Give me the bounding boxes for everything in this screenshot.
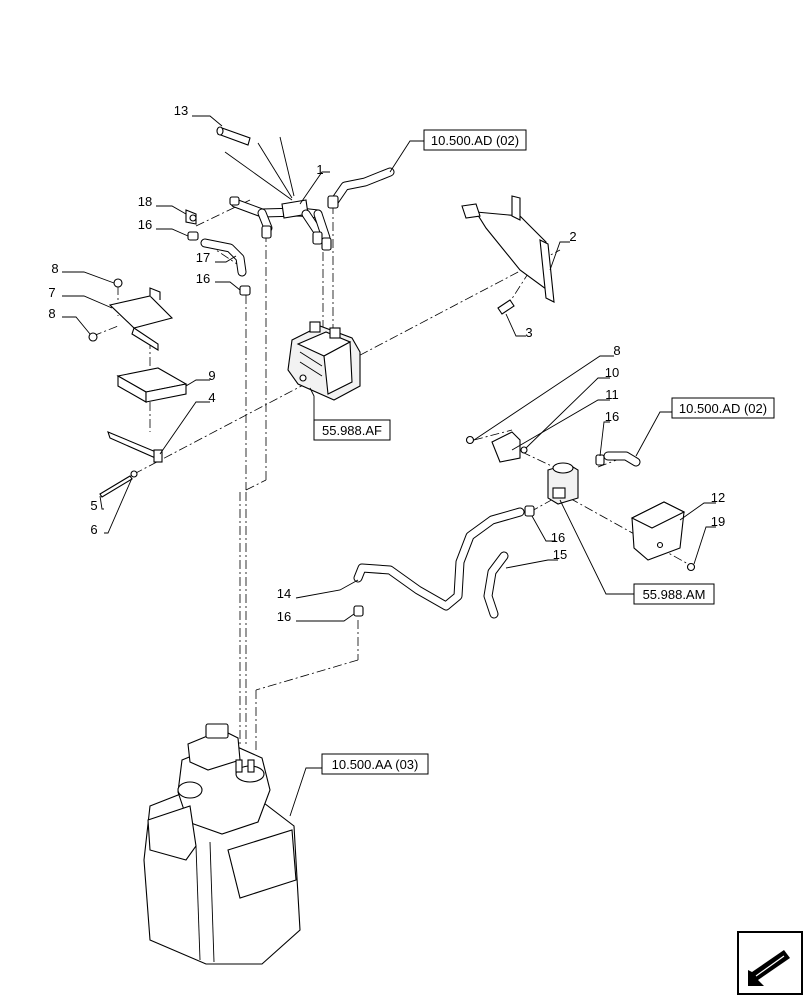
callout-6: 6 — [90, 522, 97, 537]
reference-10-500-aa-03[interactable]: 10.500.AA (03) — [321, 753, 429, 775]
part-7-bracket — [108, 287, 174, 351]
valve-assembly — [547, 462, 579, 505]
reference-label[interactable]: 10.500.AD (02) — [679, 401, 767, 416]
callout-8b: 8 — [48, 306, 55, 321]
part-5-bolt — [99, 475, 133, 498]
callout-10: 10 — [605, 365, 619, 380]
part-19-bolt — [686, 562, 696, 572]
callout-13: 13 — [174, 103, 188, 118]
callout-11: 11 — [605, 387, 619, 402]
callout-8a: 8 — [51, 261, 58, 276]
part-2-bracket — [461, 195, 555, 303]
reference-label[interactable]: 55.988.AF — [322, 423, 382, 438]
part-9-pad — [116, 367, 188, 403]
callout-2: 2 — [569, 229, 576, 244]
callout-3: 3 — [525, 325, 532, 340]
part-3-bolt — [497, 299, 515, 315]
urea-tank — [143, 723, 301, 965]
callout-16e: 16 — [277, 609, 291, 624]
reference-55-988-am[interactable]: 55.988.AM — [633, 583, 715, 605]
upper-hose — [327, 167, 395, 209]
leader-lines — [62, 115, 716, 817]
callout-17: 17 — [196, 250, 210, 265]
reference-label[interactable]: 55.988.AM — [643, 587, 706, 602]
part-6-washer — [130, 470, 138, 478]
part-4-strap — [107, 431, 163, 463]
callout-14: 14 — [277, 586, 291, 601]
callout-5: 5 — [90, 498, 97, 513]
callout-4: 4 — [208, 390, 215, 405]
callout-19: 19 — [711, 514, 725, 529]
callout-9: 9 — [208, 368, 215, 383]
callout-12: 12 — [711, 490, 725, 505]
part-10-plate — [491, 431, 521, 463]
part-1-harness — [224, 136, 332, 251]
part-14-hose — [353, 507, 525, 611]
callout-8c: 8 — [613, 343, 620, 358]
callout-16a: 16 — [138, 217, 152, 232]
part-8-nut — [88, 278, 475, 445]
reference-10-500-ad-02-top[interactable]: 10.500.AD (02) — [423, 129, 527, 151]
callout-16d: 16 — [551, 530, 565, 545]
part-15-hose — [483, 551, 509, 619]
part-17-small-hose — [200, 238, 247, 277]
callout-16c: 16 — [605, 409, 619, 424]
reference-label[interactable]: 10.500.AA (03) — [332, 757, 419, 772]
right-hose — [603, 451, 641, 467]
assembly-lines — [92, 199, 691, 750]
reference-label[interactable]: 10.500.AD (02) — [431, 133, 519, 148]
part-13-sleeve — [216, 126, 251, 146]
part-16-clip — [187, 231, 605, 617]
callout-numbers: 13 1 18 16 17 16 8 7 8 9 4 5 6 2 3 8 10 11 16 12 19 16 15 14 16 — [48, 103, 725, 624]
callout-15: 15 — [553, 547, 567, 562]
next-page-arrow-icon[interactable] — [737, 931, 803, 995]
reference-10-500-ad-02-right[interactable]: 10.500.AD (02) — [671, 397, 775, 419]
part-11-bolt — [520, 446, 528, 454]
part-12-cover — [630, 501, 686, 561]
callout-16b: 16 — [196, 271, 210, 286]
callout-1: 1 — [316, 162, 323, 177]
reference-55-988-af[interactable]: 55.988.AF — [313, 419, 391, 441]
callout-18: 18 — [138, 194, 152, 209]
callout-7: 7 — [48, 285, 55, 300]
dosing-module — [287, 321, 361, 401]
part-18-clamp — [185, 209, 197, 225]
